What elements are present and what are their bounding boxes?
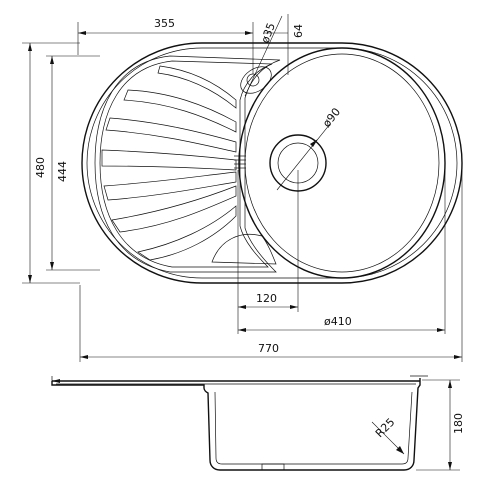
tap-hole-plate [240, 66, 272, 94]
dim-label-radius: R25 [373, 416, 397, 440]
arrow-410-right [437, 328, 445, 332]
rib-4 [101, 149, 237, 171]
outer-contour-inner-line [86, 47, 458, 279]
arrow-drain [310, 139, 318, 147]
bowl-inner [244, 53, 440, 273]
side-arrow-left [52, 379, 60, 383]
arrow-444-bottom [50, 262, 54, 270]
dim-label-bowl: ø410 [324, 315, 352, 328]
arrow-444-top [50, 56, 54, 64]
arrow-355-right [245, 31, 253, 35]
arrow-radius [396, 446, 404, 454]
arrow-120-left [238, 305, 246, 309]
dim-label-drain-offset: 120 [256, 292, 277, 305]
arrow-180-bottom [448, 462, 452, 470]
arrow-355-left [78, 31, 86, 35]
arrow-480-bottom [28, 275, 32, 283]
rib-6 [111, 185, 237, 233]
dim-label-offset-right: 64 [292, 24, 305, 38]
dim-label-height-total: 480 [34, 157, 47, 178]
rib-3 [105, 117, 237, 153]
rib-2 [123, 89, 237, 133]
dim-label-drain: ø90 [320, 106, 343, 130]
leader-drain [276, 123, 331, 191]
arrow-770-right [454, 355, 462, 359]
rib-1 [157, 65, 237, 109]
side-profile-outer [51, 378, 421, 471]
arrow-480-top [28, 43, 32, 51]
rib-8 [211, 233, 277, 265]
arrow-120-right [290, 305, 298, 309]
dim-label-total-width: 770 [258, 342, 279, 355]
side-drain [261, 463, 285, 471]
arrow-180-top [448, 380, 452, 388]
outer-contour [81, 42, 463, 284]
dim-label-depth: 180 [452, 413, 465, 434]
dim-label-top-width: 355 [154, 17, 175, 30]
arrow-770-left [80, 355, 88, 359]
drainer-contour-inner [99, 60, 273, 268]
arrow-410-left [238, 328, 246, 332]
dim-label-height-inner: 444 [56, 161, 69, 182]
side-profile-inner [56, 383, 416, 465]
rib-5 [103, 171, 237, 201]
rib-7 [137, 205, 237, 261]
leader-tap-hole [244, 15, 283, 97]
